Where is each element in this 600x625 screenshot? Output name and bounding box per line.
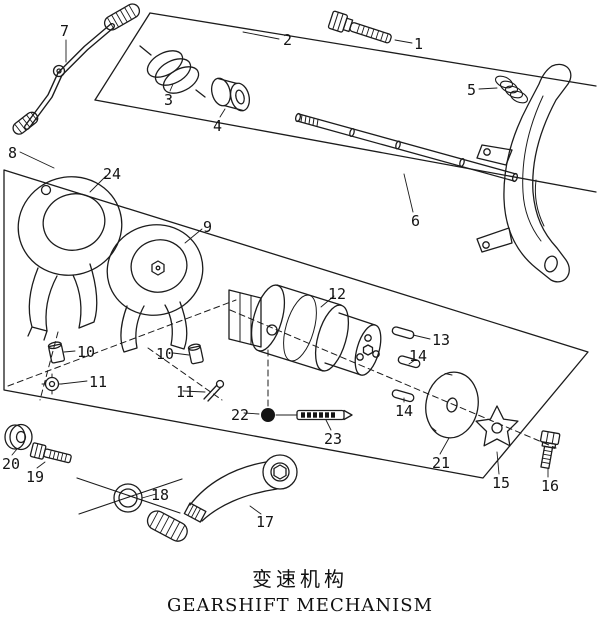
part-12-shift-drum bbox=[228, 284, 382, 376]
gearshift-arm-bracket bbox=[476, 63, 572, 283]
part-17-gearshift-pedal-arm bbox=[146, 454, 298, 542]
part-label-18: 18 bbox=[151, 486, 170, 504]
part-label-12: 12 bbox=[328, 285, 347, 303]
part-label-10-right: 10 bbox=[156, 345, 175, 363]
part-label-13: 13 bbox=[432, 331, 451, 349]
part-24-shift-fork bbox=[17, 176, 123, 341]
part-23-stamped-pin bbox=[275, 409, 353, 421]
part-label-15: 15 bbox=[492, 474, 511, 492]
part-label-19: 19 bbox=[26, 468, 45, 486]
part-9-shift-fork bbox=[106, 224, 204, 353]
part-label-20: 20 bbox=[2, 455, 21, 473]
figure-title-block: 变速机构 GEARSHIFT MECHANISM bbox=[0, 563, 600, 616]
part-6-shaft bbox=[294, 112, 519, 183]
part-label-11-right: 11 bbox=[176, 383, 195, 401]
part-label-21: 21 bbox=[432, 454, 451, 472]
part-label-17: 17 bbox=[256, 513, 275, 531]
part-label-3: 3 bbox=[164, 91, 174, 109]
part-21-cam-plate bbox=[425, 371, 479, 439]
stamp-marks bbox=[301, 412, 335, 418]
part-label-24: 24 bbox=[103, 165, 122, 183]
part-22-detent-ball bbox=[261, 408, 275, 422]
part-label-4: 4 bbox=[213, 117, 223, 135]
part-label-1: 1 bbox=[414, 35, 424, 53]
part-label-14-upper: 14 bbox=[409, 347, 428, 365]
part-label-9: 9 bbox=[203, 218, 213, 236]
leader-lines bbox=[11, 31, 549, 515]
panel-mid-outline bbox=[3, 169, 589, 479]
part-11-washer-left bbox=[41, 373, 63, 395]
part-label-16: 16 bbox=[541, 477, 560, 495]
part-label-2: 2 bbox=[283, 31, 293, 49]
part-1-bolt bbox=[327, 10, 392, 44]
part-5-spring bbox=[494, 75, 529, 104]
part-7-lever bbox=[12, 3, 141, 135]
part-label-5: 5 bbox=[467, 81, 477, 99]
part-20-roller bbox=[4, 423, 33, 451]
part-15-star-cam bbox=[475, 405, 519, 447]
part-16-bolt bbox=[539, 430, 561, 470]
part-label-7: 7 bbox=[60, 22, 70, 40]
part-label-6: 6 bbox=[411, 212, 421, 230]
part-3-spring-clip bbox=[139, 45, 206, 98]
part-10-pin-left bbox=[47, 341, 66, 364]
part-label-23: 23 bbox=[324, 430, 343, 448]
part-13-pin bbox=[391, 326, 415, 340]
part-10-pin-right bbox=[187, 343, 204, 365]
part-label-8: 8 bbox=[8, 144, 18, 162]
part-11-cotter-pin-right bbox=[203, 379, 225, 402]
part-14-pin-lower bbox=[391, 389, 415, 403]
part-label-14-lower: 14 bbox=[395, 402, 414, 420]
figure-title-english: GEARSHIFT MECHANISM bbox=[166, 595, 434, 616]
part-4-roller bbox=[210, 77, 251, 112]
part-14-pin-upper bbox=[397, 355, 421, 369]
exploded-diagram bbox=[3, 3, 597, 542]
part-label-22: 22 bbox=[231, 406, 250, 424]
part-19-bolt bbox=[29, 442, 72, 464]
part-label-10-left: 10 bbox=[77, 343, 96, 361]
part-label-11-left: 11 bbox=[89, 373, 108, 391]
figure-title-chinese: 变速机构 bbox=[252, 567, 348, 591]
